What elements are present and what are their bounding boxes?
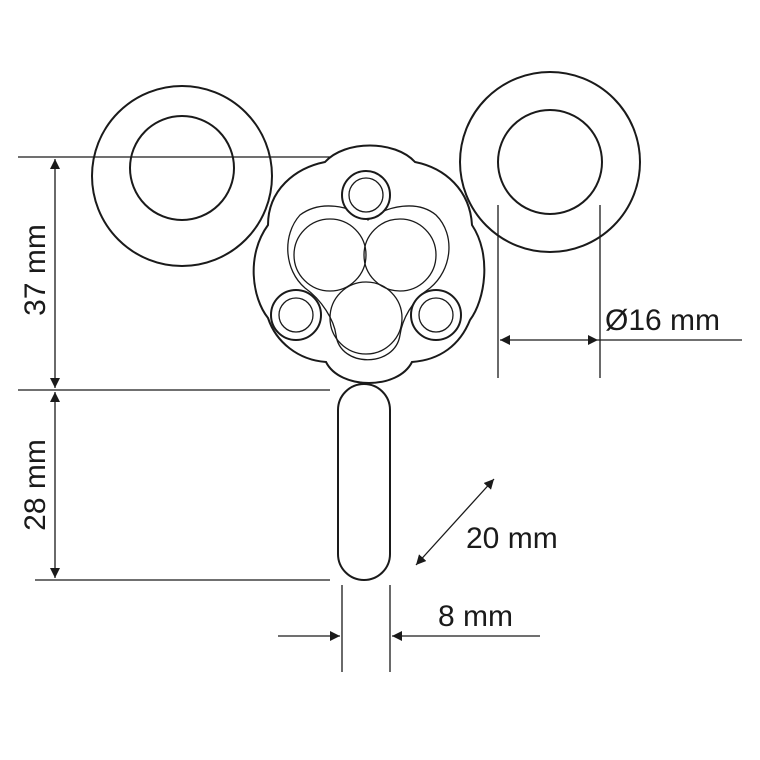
lower-bar <box>337 383 391 581</box>
dimension-bar-width: 8 mm <box>278 600 540 641</box>
trefoil-right <box>363 218 437 292</box>
dimension-slot-opening: 20 mm <box>415 478 558 566</box>
slot-opening-label: 20 mm <box>466 522 558 555</box>
right-lobe-hole <box>497 109 603 215</box>
dimension-hole-diameter: Ø16 mm <box>500 304 742 345</box>
trefoil-left <box>293 218 367 292</box>
slot-opening-arrow <box>415 478 495 566</box>
plate-body <box>91 71 641 581</box>
right-hole-rim <box>410 289 462 341</box>
lower-height-label: 28 mm <box>19 439 52 531</box>
hole-diameter-label: Ø16 mm <box>605 304 720 337</box>
bar-width-label: 8 mm <box>438 600 513 633</box>
extension-lines <box>18 156 601 672</box>
left-hole <box>278 297 314 333</box>
dimension-lower-height: 28 mm <box>19 392 60 578</box>
left-lobe-hole <box>129 115 235 221</box>
trefoil-bottom <box>329 281 403 355</box>
dimension-upper-height: 37 mm <box>19 159 60 388</box>
right-hole <box>418 297 454 333</box>
top-hole <box>348 177 384 213</box>
left-hole-rim <box>270 289 322 341</box>
upper-height-label: 37 mm <box>19 224 52 316</box>
